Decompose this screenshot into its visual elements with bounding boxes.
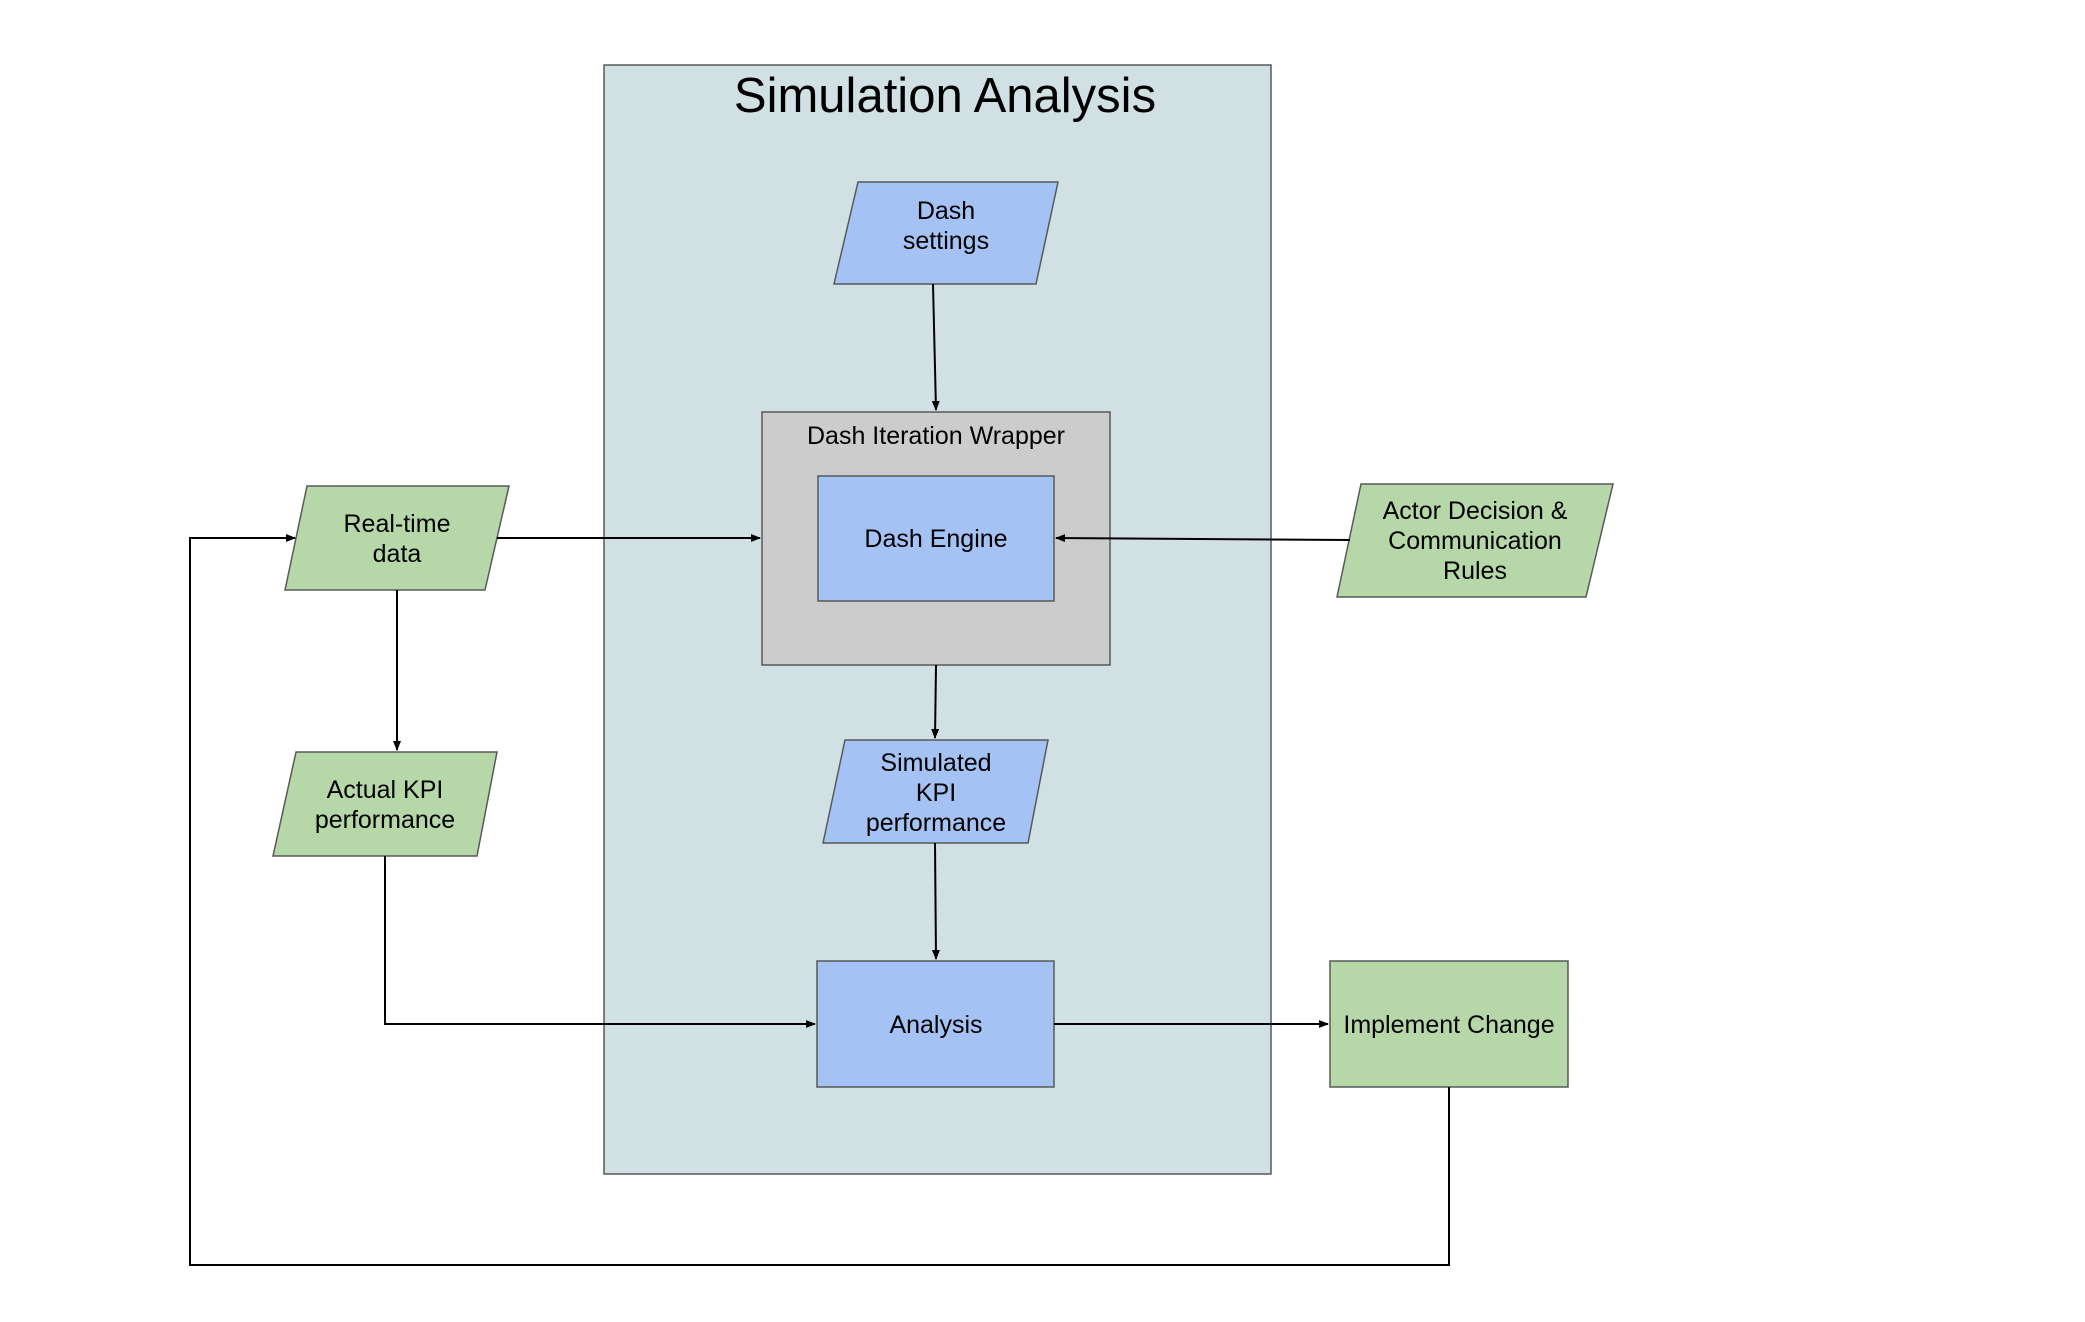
analysis-node: Analysis bbox=[816, 960, 1055, 1088]
diagram-title: Simulation Analysis bbox=[734, 69, 1156, 123]
label-line: performance bbox=[315, 806, 455, 834]
label-line: settings bbox=[903, 227, 989, 255]
arrow-wrapper-to-simulated-kpi bbox=[931, 664, 940, 739]
label-line: Dash bbox=[917, 197, 975, 225]
implement-change-node: Implement Change bbox=[1329, 960, 1569, 1088]
dash-engine-node: Dash Engine bbox=[817, 475, 1055, 602]
wrapper-label: Dash Iteration Wrapper bbox=[807, 422, 1065, 450]
arrow-implement-change-feedback-loop bbox=[189, 534, 1450, 1266]
label-line: Real-time bbox=[344, 510, 451, 538]
implement-change-label: Implement Change bbox=[1343, 1011, 1554, 1039]
label-line: Actor Decision & bbox=[1383, 497, 1568, 525]
arrow-actor-rules-to-engine bbox=[1055, 534, 1351, 543]
label-line: Actual KPI bbox=[327, 776, 444, 804]
label-line: performance bbox=[866, 809, 1006, 837]
arrow-actual-kpi-to-analysis bbox=[384, 856, 816, 1028]
label-line: data bbox=[373, 540, 422, 568]
analysis-label: Analysis bbox=[889, 1011, 982, 1039]
label-line: Communication bbox=[1388, 527, 1562, 555]
arrow-simulated-kpi-to-analysis bbox=[931, 842, 940, 960]
arrow-settings-to-wrapper bbox=[931, 283, 940, 411]
label-line: Dash Engine bbox=[864, 525, 1007, 553]
label-line: Implement Change bbox=[1343, 1011, 1554, 1039]
label-line: Simulated bbox=[880, 749, 991, 777]
label-line: KPI bbox=[916, 779, 956, 807]
dash-engine-label: Dash Engine bbox=[864, 525, 1007, 553]
label-line: Rules bbox=[1443, 557, 1507, 585]
label-line: Analysis bbox=[889, 1011, 982, 1039]
